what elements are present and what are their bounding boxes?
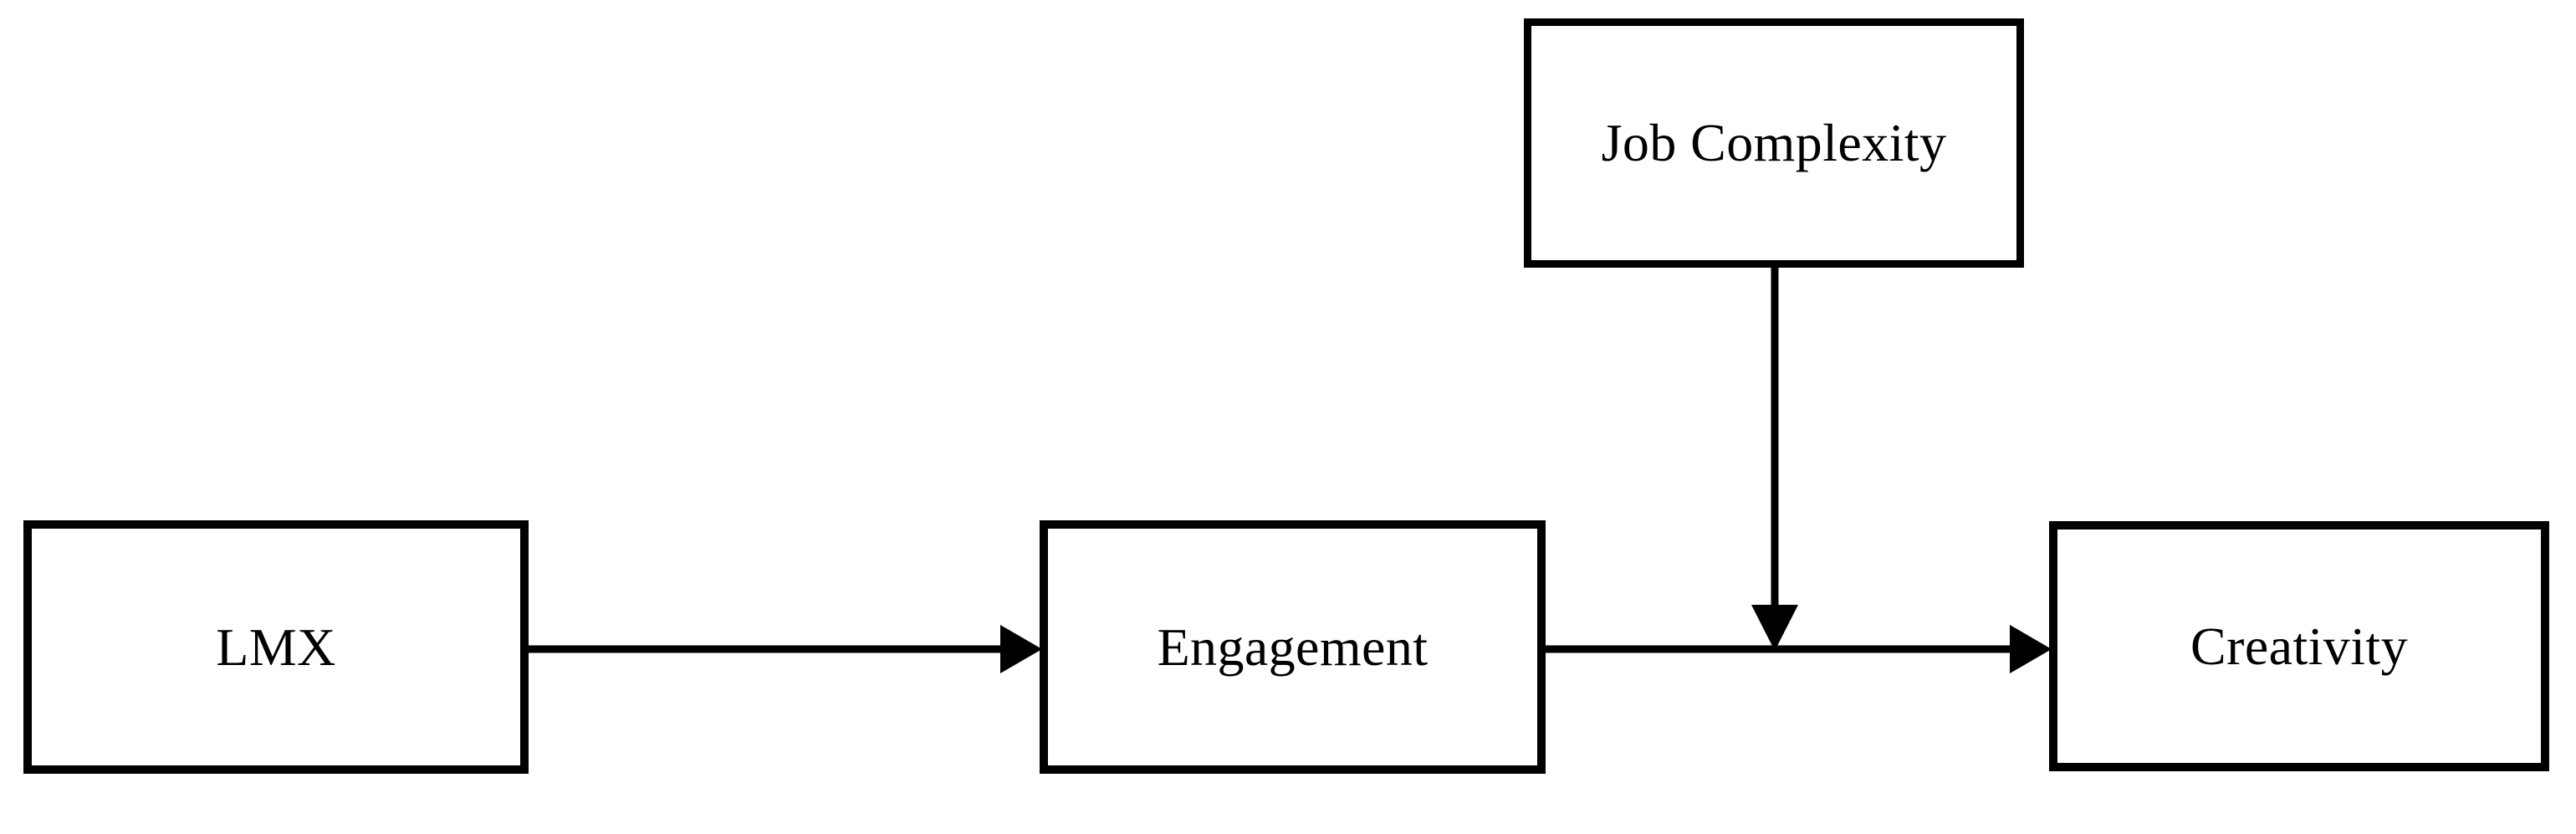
node-engagement[interactable]: Engagement: [1040, 520, 1546, 774]
edge-lmx-to-engagement: [525, 625, 1042, 673]
node-engagement-label: Engagement: [1157, 617, 1429, 677]
node-job-complexity[interactable]: Job Complexity: [1524, 18, 2024, 268]
node-lmx-label: LMX: [216, 617, 336, 677]
node-job-complexity-label: Job Complexity: [1601, 113, 1947, 172]
node-creativity[interactable]: Creativity: [2049, 521, 2549, 771]
node-creativity-label: Creativity: [2190, 616, 2408, 676]
edge-job-complexity-moderator: [1751, 266, 1798, 651]
node-lmx[interactable]: LMX: [23, 520, 529, 774]
edge-engagement-to-creativity: [1542, 625, 2052, 673]
